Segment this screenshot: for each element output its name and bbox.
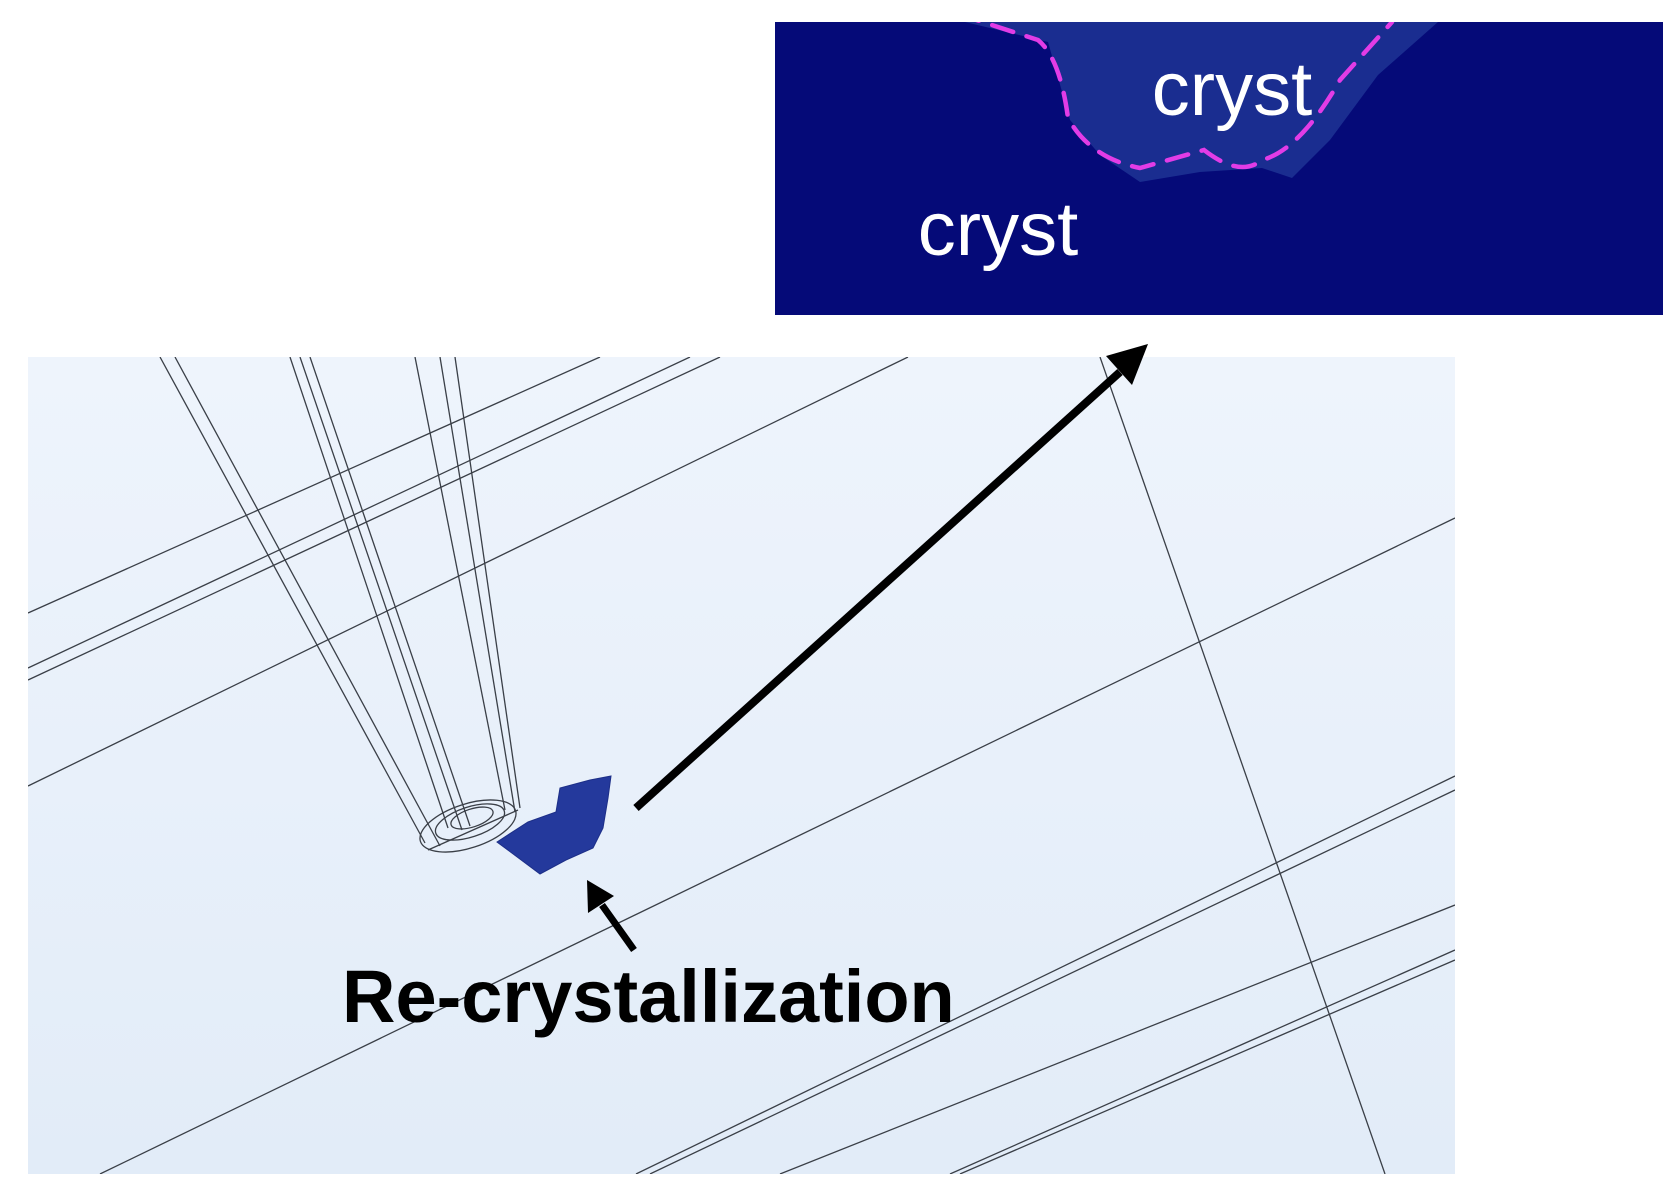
- tool-tip: [419, 799, 519, 853]
- inset-crystal-region: [965, 22, 1438, 182]
- model-background: [28, 357, 1455, 1174]
- wireframe-mesh: [28, 357, 1455, 1174]
- model-view: [28, 357, 1455, 1174]
- label-arrow-head: [587, 880, 614, 913]
- zoom-arrow: [633, 344, 1148, 811]
- grain-boundary-dashed: [975, 22, 1395, 171]
- recrystallized-patch: [496, 775, 612, 875]
- label-arrow: [587, 880, 637, 953]
- inset-upper-label: cryst: [1152, 47, 1312, 132]
- zoom-inset: cryst cryst: [775, 22, 1663, 315]
- zoom-arrow-head: [1106, 344, 1148, 385]
- inset-lower-label: cryst: [918, 187, 1078, 272]
- recrystallization-label: Re-crystallization: [342, 955, 955, 1038]
